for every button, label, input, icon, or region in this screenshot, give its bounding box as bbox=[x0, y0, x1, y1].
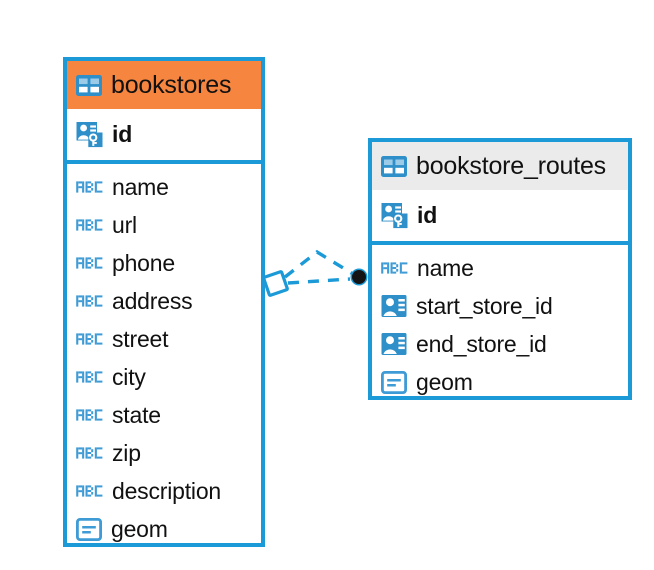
column-label-address: address bbox=[112, 287, 193, 314]
relationship-line-straight bbox=[287, 277, 351, 285]
column-label-state: state bbox=[112, 401, 161, 428]
diamond-outline-marker bbox=[262, 270, 289, 297]
text-abc-icon bbox=[76, 483, 103, 499]
entity-header-bookstores[interactable]: bookstores bbox=[67, 61, 261, 109]
text-abc-icon bbox=[76, 407, 103, 423]
column-label-start-store-id: start_store_id bbox=[416, 292, 553, 319]
column-row-url[interactable]: url bbox=[67, 206, 261, 244]
entity-bookstore-routes[interactable]: bookstore_routes bbox=[368, 138, 632, 400]
primary-key-icon bbox=[381, 201, 408, 229]
column-row-address[interactable]: address bbox=[67, 282, 261, 320]
column-label-description: description bbox=[112, 477, 222, 504]
column-row-geom[interactable]: geom bbox=[67, 510, 261, 548]
column-row-id[interactable]: id bbox=[67, 113, 261, 155]
column-label-name: name bbox=[417, 254, 474, 281]
column-row-id[interactable]: id bbox=[372, 194, 628, 236]
column-row-zip[interactable]: zip bbox=[67, 434, 261, 472]
column-label-name: name bbox=[112, 173, 169, 200]
column-label-id: id bbox=[112, 120, 133, 147]
column-label-zip: zip bbox=[112, 439, 141, 466]
text-abc-icon bbox=[76, 445, 103, 461]
column-row-name[interactable]: name bbox=[372, 249, 628, 287]
column-label-phone: phone bbox=[112, 249, 175, 276]
column-label-street: street bbox=[112, 325, 169, 352]
column-row-end-store-id[interactable]: end_store_id bbox=[372, 325, 628, 363]
text-abc-icon bbox=[76, 255, 103, 271]
primary-key-section-bookstore-routes: id bbox=[372, 190, 628, 245]
entity-bookstores[interactable]: bookstores bbox=[63, 57, 265, 547]
geometry-icon bbox=[75, 517, 103, 541]
text-abc-icon bbox=[76, 369, 103, 385]
column-row-street[interactable]: street bbox=[67, 320, 261, 358]
column-label-geom: geom bbox=[416, 368, 473, 395]
geometry-icon bbox=[380, 370, 408, 394]
column-label-city: city bbox=[112, 363, 146, 390]
column-row-phone[interactable]: phone bbox=[67, 244, 261, 282]
column-label-id: id bbox=[417, 201, 438, 228]
column-row-geom[interactable]: geom bbox=[372, 363, 628, 401]
column-row-state[interactable]: state bbox=[67, 396, 261, 434]
column-list-bookstores: name u bbox=[67, 164, 261, 548]
text-abc-icon bbox=[381, 260, 408, 276]
foreign-key-icon bbox=[381, 332, 407, 356]
column-row-name[interactable]: name bbox=[67, 168, 261, 206]
primary-key-section-bookstores: id bbox=[67, 109, 261, 164]
table-icon bbox=[381, 155, 407, 177]
entity-header-bookstore-routes[interactable]: bookstore_routes bbox=[372, 142, 628, 190]
column-row-start-store-id[interactable]: start_store_id bbox=[372, 287, 628, 325]
relationship-line-arc bbox=[283, 249, 354, 279]
text-abc-icon bbox=[76, 179, 103, 195]
column-row-city[interactable]: city bbox=[67, 358, 261, 396]
foreign-key-icon bbox=[381, 294, 407, 318]
text-abc-icon bbox=[76, 217, 103, 233]
entity-title-bookstores: bookstores bbox=[111, 70, 232, 99]
text-abc-icon bbox=[76, 293, 103, 309]
column-label-url: url bbox=[112, 211, 137, 238]
table-icon bbox=[76, 74, 102, 96]
primary-key-icon bbox=[76, 120, 103, 148]
text-abc-icon bbox=[76, 331, 103, 347]
column-label-end-store-id: end_store_id bbox=[416, 330, 547, 357]
column-list-bookstore-routes: name start_store_id bbox=[372, 245, 628, 401]
filled-circle-marker bbox=[350, 268, 368, 286]
entity-title-bookstore-routes: bookstore_routes bbox=[416, 151, 606, 180]
column-row-description[interactable]: description bbox=[67, 472, 261, 510]
column-label-geom: geom bbox=[111, 515, 168, 542]
